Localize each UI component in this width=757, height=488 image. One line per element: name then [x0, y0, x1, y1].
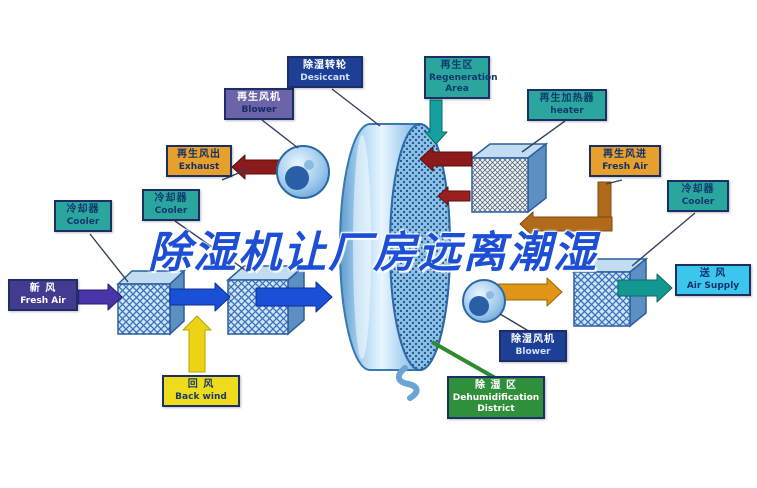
label-fresh-air-zh: 新 风: [29, 283, 57, 294]
label-cooler-mid-en: Cooler: [154, 205, 188, 216]
label-air-supply-zh: 送 风: [699, 268, 727, 279]
arrow-process-2: [255, 281, 333, 313]
label-regen-heater: 再生加热器 heater: [527, 89, 607, 121]
label-dehum-blower-zh: 除湿风机: [511, 334, 555, 345]
regen-fan: [276, 145, 330, 199]
label-regen-out: 再生风出 Exhaust: [166, 145, 232, 177]
connector-lines: [89, 88, 696, 381]
label-cooler-right-en: Cooler: [681, 196, 715, 207]
label-regen-area-zh: 再生区: [440, 60, 474, 71]
label-cooler-far-left-zh: 冷却器: [66, 204, 100, 215]
label-regen-area-en: Regeneration Area: [429, 72, 498, 94]
desiccant-wheel: [339, 123, 451, 401]
label-fresh-air: 新 风 Fresh Air: [8, 279, 78, 311]
label-desiccant-wheel: 除湿转轮 Desiccant: [287, 56, 363, 88]
cooler-box-left: [116, 269, 186, 336]
arrow-regen-to-wheel: [419, 146, 473, 172]
arrow-fresh-air-right: [77, 283, 123, 311]
arrow-hot-right: [497, 277, 563, 307]
label-back-wind-en: Back wind: [175, 391, 227, 402]
connector-dehum-district: [431, 340, 498, 381]
label-back-wind-zh: 回 风: [187, 379, 215, 390]
arrow-back-wind-up: [182, 315, 212, 373]
label-regen-in: 再生风进 Fresh Air: [589, 145, 661, 177]
label-regen-blower-en: Blower: [241, 104, 277, 115]
label-regen-heater-en: heater: [550, 105, 584, 116]
label-desiccant-wheel-en: Desiccant: [300, 72, 350, 83]
label-cooler-far-left-en: Cooler: [66, 216, 100, 227]
label-air-supply: 送 风 Air Supply: [675, 264, 751, 296]
label-fresh-air-en: Fresh Air: [20, 295, 66, 306]
label-cooler-mid: 冷却器 Cooler: [142, 189, 200, 221]
label-cooler-right-zh: 冷却器: [681, 184, 715, 195]
label-regen-in-en: Fresh Air: [602, 161, 648, 172]
label-dehum-district: 除 湿 区 Dehumidification District: [447, 376, 545, 419]
arrow-regen-in-left: [519, 211, 613, 237]
label-desiccant-wheel-zh: 除湿转轮: [303, 60, 347, 71]
label-cooler-far-left: 冷却器 Cooler: [54, 200, 112, 232]
label-dehum-district-zh: 除 湿 区: [475, 380, 517, 391]
label-back-wind: 回 风 Back wind: [162, 375, 240, 407]
arrow-regen-to-wheel-2: [437, 186, 471, 206]
label-regen-blower-zh: 再生风机: [237, 92, 281, 103]
label-regen-out-en: Exhaust: [178, 161, 220, 172]
label-regen-out-zh: 再生风出: [177, 149, 221, 160]
label-cooler-mid-zh: 冷却器: [154, 193, 188, 204]
label-dehum-blower: 除湿风机 Blower: [499, 330, 567, 362]
airflow-arrows: [77, 99, 673, 373]
heater-box: [469, 142, 549, 214]
arrow-air-supply: [617, 273, 673, 303]
arrow-regen-in-vertical: [597, 181, 612, 221]
arrow-process-1: [169, 282, 231, 312]
label-regen-area: 再生区 Regeneration Area: [424, 56, 498, 99]
label-dehum-district-en: Dehumidification District: [452, 392, 540, 414]
label-air-supply-en: Air Supply: [686, 280, 740, 291]
wheel-stand: [395, 365, 420, 401]
label-dehum-blower-en: Blower: [515, 346, 551, 357]
process-fan: [462, 279, 506, 323]
arrow-regen-zone-down: [424, 99, 448, 145]
label-cooler-right: 冷却器 Cooler: [667, 180, 729, 212]
label-regen-blower: 再生风机 Blower: [224, 88, 294, 120]
label-regen-in-zh: 再生风进: [603, 149, 647, 160]
label-regen-heater-zh: 再生加热器: [539, 93, 595, 104]
watermark-text: 除湿机让厂房远离潮湿: [148, 228, 598, 278]
